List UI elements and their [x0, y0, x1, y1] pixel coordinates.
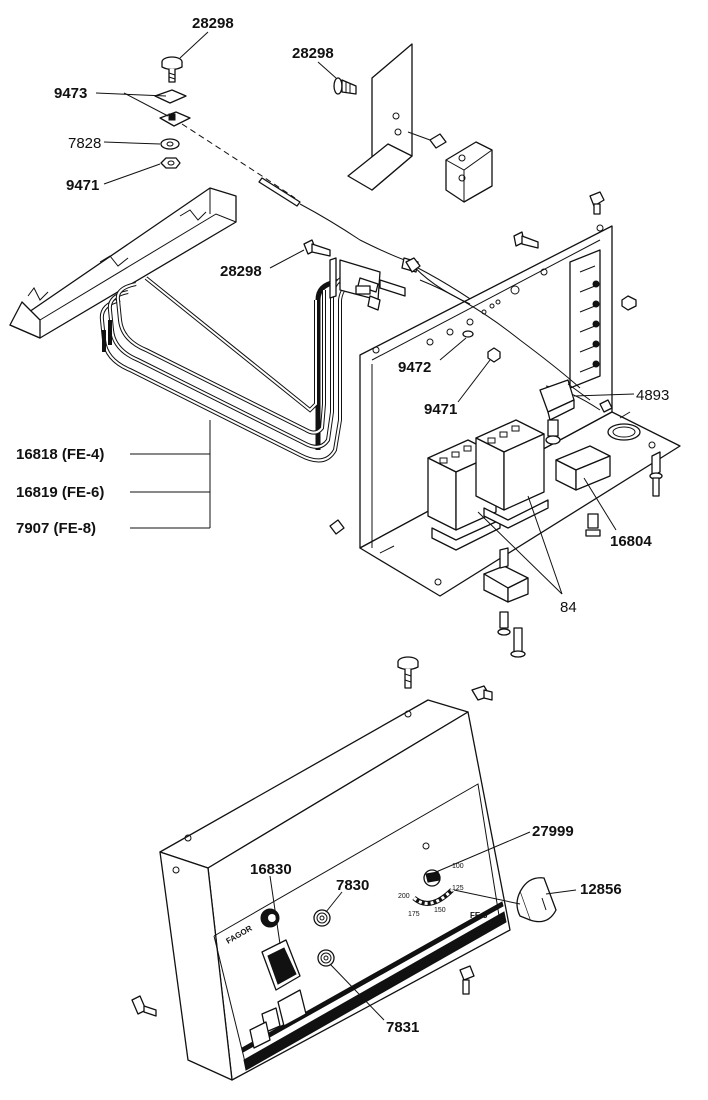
scale-200: 200 [398, 893, 410, 900]
terminal-block-part [555, 445, 611, 491]
scale-175: 175 [408, 911, 420, 918]
label-nut-mid: 9471 [424, 401, 457, 418]
label-clip: 9473 [54, 85, 87, 102]
knob-part [516, 877, 557, 923]
panel-bottom-fasteners [131, 965, 475, 1017]
scale-150: 150 [434, 907, 446, 914]
screw-top-part [161, 56, 183, 83]
label-screw-top: 28298 [192, 15, 234, 32]
label-nut-left: 9471 [66, 177, 99, 194]
panel-top-screw [397, 656, 419, 689]
label-pilot-green: 7830 [336, 877, 369, 894]
label-contactor: 84 [560, 599, 577, 616]
pilot-lamp-green-part [313, 909, 331, 927]
label-pilot-orange: 7831 [386, 1019, 419, 1036]
label-washer-mid: 9472 [398, 359, 431, 376]
leader-lines [95, 31, 635, 1021]
washer-left-part [160, 138, 180, 150]
pilot-lamp-orange-part [317, 949, 335, 967]
nut-left-part [160, 157, 181, 169]
contactor-part [427, 419, 549, 551]
panel-side-screw [471, 685, 493, 701]
label-screw-bracket: 28298 [292, 45, 334, 62]
model-text: FE-8 [470, 911, 488, 920]
mounting-rail-part [9, 187, 237, 339]
label-terminal-block: 16804 [610, 533, 652, 550]
thermostat-dial-part: 200 175 150 125 100 FE-8 [398, 842, 488, 920]
scale-100: 100 [452, 863, 464, 870]
chassis-fasteners [303, 191, 637, 535]
label-microswitch: 4893 [636, 387, 669, 404]
label-washer-left: 7828 [68, 135, 101, 152]
control-box-part [159, 699, 511, 1081]
screw-bracket-part [333, 77, 357, 95]
label-main-switch: 16830 [250, 861, 292, 878]
part-labels: 28298 9473 7828 9471 28298 28298 16818 (… [16, 15, 669, 1036]
label-element-fe4: 16818 (FE-4) [16, 446, 104, 463]
scale-125: 125 [452, 885, 464, 892]
label-element-fe6: 16819 (FE-6) [16, 484, 104, 501]
clamp-part [483, 547, 529, 658]
label-knob: 12856 [580, 881, 622, 898]
assembly-axis-line [181, 123, 296, 199]
label-element-fe8: 7907 (FE-8) [16, 520, 96, 537]
microswitch-part [539, 379, 613, 445]
lower-chassis-fasteners [585, 451, 663, 537]
label-screw-element: 28298 [220, 263, 262, 280]
main-switch-part [249, 939, 307, 1049]
heating-element-part [99, 257, 406, 463]
label-thermostat: 27999 [532, 823, 574, 840]
sensor-bracket-part [347, 43, 493, 203]
